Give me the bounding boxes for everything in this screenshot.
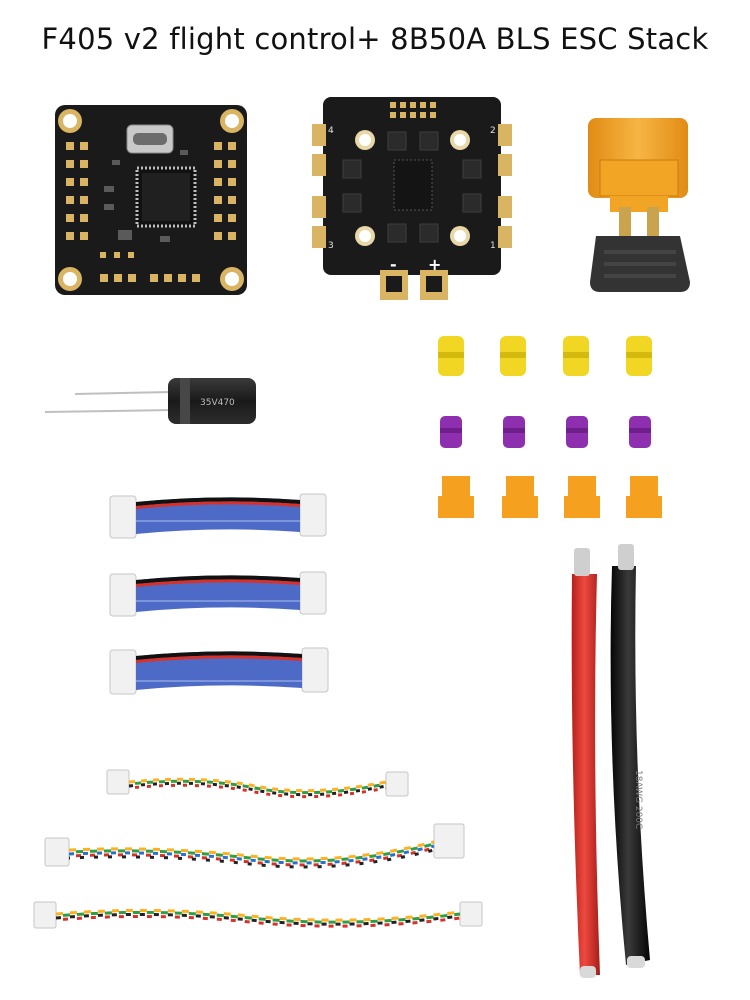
ribbon-cable <box>109 493 327 539</box>
esc-motor-number: 3 <box>328 241 334 251</box>
wire-print: 18AWG 200C <box>633 770 643 829</box>
flight-controller-board <box>55 105 247 295</box>
esc-motor-number: 4 <box>328 126 334 136</box>
ribbon-cable <box>109 571 327 617</box>
page-title: F405 v2 flight control+ 8B50A BLS ESC St… <box>41 22 709 56</box>
ribbon-cable <box>109 647 329 695</box>
black-power-wire: 18AWG 200C <box>610 544 650 968</box>
esc-board: 4 2 3 1 - + <box>312 97 512 300</box>
twisted-cable <box>106 769 409 799</box>
esc-polarity-label: + <box>428 255 441 274</box>
esc-motor-number: 2 <box>490 126 496 136</box>
red-power-wire <box>571 548 600 978</box>
grommets-orange <box>438 476 662 518</box>
esc-motor-number: 1 <box>490 241 496 251</box>
xt60-connector <box>588 118 690 292</box>
grommets-purple <box>440 416 651 448</box>
capacitor-print: 35V470 <box>200 398 235 408</box>
twisted-cable <box>44 823 465 869</box>
capacitor: 35V470 <box>44 378 256 424</box>
grommets-yellow <box>438 336 652 376</box>
esc-polarity-label: - <box>390 255 397 274</box>
twisted-cable <box>33 901 483 929</box>
